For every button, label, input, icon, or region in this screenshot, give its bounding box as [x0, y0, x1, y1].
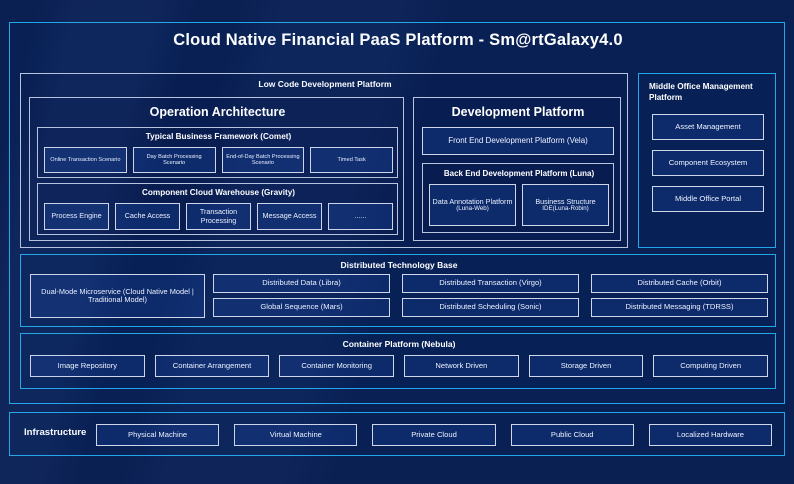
infrastructure-items: Physical Machine Virtual Machine Private…	[96, 424, 773, 446]
middle-office-title: Middle Office Management Platform	[649, 82, 753, 102]
container-item[interactable]: Network Driven	[404, 355, 519, 377]
back-end-development-platform-panel: Back End Development Platform (Luna) Dat…	[422, 163, 614, 233]
framework-item[interactable]: Timed Task	[310, 147, 393, 173]
framework-item[interactable]: Day Batch Processing Scenario	[132, 147, 216, 173]
middle-office-panel: Middle Office Management Platform Asset …	[638, 73, 776, 248]
back-end-item[interactable]: Data Annotation Platform (Luna-Web)	[429, 184, 516, 226]
warehouse-item[interactable]: Process Engine	[44, 203, 109, 230]
infrastructure-item[interactable]: Virtual Machine	[234, 424, 358, 446]
back-end-development-platform-title: Back End Development Platform (Luna)	[443, 169, 595, 178]
infrastructure-label: Infrastructure	[24, 427, 87, 438]
warehouse-item[interactable]: Message Access	[257, 203, 322, 230]
low-code-platform-title: Low Code Development Platform	[258, 79, 392, 89]
distributed-item[interactable]: Distributed Transaction (Virgo)	[402, 274, 579, 293]
development-platform-title: Development Platform	[451, 105, 585, 119]
infrastructure-item[interactable]: Private Cloud	[372, 424, 496, 446]
container-item[interactable]: Container Arrangement	[154, 355, 270, 377]
warehouse-item[interactable]: Cache Access	[115, 203, 180, 230]
distributed-item[interactable]: Global Sequence (Mars)	[213, 298, 390, 317]
container-item[interactable]: Container Monitoring	[279, 355, 395, 377]
container-platform-title: Container Platform (Nebula)	[342, 339, 456, 349]
component-cloud-warehouse-items: Process Engine Cache Access Transaction …	[44, 203, 393, 230]
front-end-development-platform[interactable]: Front End Development Platform (Vela)	[422, 127, 614, 155]
warehouse-item-more[interactable]: ......	[328, 203, 393, 230]
back-end-item[interactable]: Business Structure IDE(Luna-Robin)	[522, 184, 609, 226]
operation-architecture-title: Operation Architecture	[149, 105, 286, 119]
distributed-item[interactable]: Distributed Data (Libra)	[213, 274, 390, 293]
distributed-item[interactable]: Distributed Cache (Orbit)	[591, 274, 768, 293]
component-cloud-warehouse-panel: Component Cloud Warehouse (Gravity) Proc…	[37, 183, 398, 235]
page-title: Cloud Native Financial PaaS Platform - S…	[173, 31, 623, 49]
container-item[interactable]: Image Repository	[30, 355, 145, 377]
infrastructure-item[interactable]: Public Cloud	[510, 424, 634, 446]
middle-office-item[interactable]: Middle Office Portal	[652, 186, 764, 212]
distributed-technology-base-panel: Distributed Technology Base Dual-Mode Mi…	[20, 254, 776, 327]
container-item[interactable]: Storage Driven	[528, 355, 644, 377]
distributed-column: Distributed Cache (Orbit) Distributed Me…	[591, 274, 768, 318]
back-end-item-main: Business Structure	[535, 196, 596, 206]
framework-item[interactable]: Online Transaction Scenario	[44, 147, 127, 173]
middle-office-item[interactable]: Asset Management	[652, 114, 764, 140]
container-item[interactable]: Computing Driven	[653, 355, 769, 377]
infrastructure-item[interactable]: Localized Hardware	[648, 424, 773, 446]
typical-business-framework-title: Typical Business Framework (Comet)	[145, 132, 292, 141]
typical-business-framework-panel: Typical Business Framework (Comet) Onlin…	[37, 127, 398, 178]
warehouse-item[interactable]: Transaction Processing	[186, 203, 251, 230]
distributed-item[interactable]: Distributed Scheduling (Sonic)	[402, 298, 579, 317]
infrastructure-item[interactable]: Physical Machine	[96, 424, 220, 446]
infrastructure-panel: Infrastructure Physical Machine Virtual …	[9, 412, 785, 456]
distributed-technology-columns: Distributed Data (Libra) Global Sequence…	[213, 274, 768, 318]
low-code-platform-panel: Low Code Development Platform Operation …	[20, 73, 628, 248]
platform-card: Cloud Native Financial PaaS Platform - S…	[9, 22, 785, 404]
middle-office-items: Asset Management Component Ecosystem Mid…	[652, 114, 764, 222]
middle-office-item[interactable]: Component Ecosystem	[652, 150, 764, 176]
back-end-items: Data Annotation Platform (Luna-Web) Busi…	[429, 184, 609, 226]
back-end-item-sub: (Luna-Web)	[456, 204, 489, 212]
dual-mode-microservice-node[interactable]: Dual-Mode Microservice (Cloud Native Mod…	[30, 274, 205, 318]
distributed-technology-base-title: Distributed Technology Base	[340, 260, 458, 270]
framework-item[interactable]: End-of-Day Batch Processing Scenario	[221, 147, 305, 173]
distributed-column: Distributed Data (Libra) Global Sequence…	[213, 274, 390, 318]
component-cloud-warehouse-title: Component Cloud Warehouse (Gravity)	[142, 188, 295, 197]
back-end-item-sub: IDE(Luna-Robin)	[542, 204, 589, 212]
operation-architecture-panel: Operation Architecture Typical Business …	[29, 97, 404, 241]
container-platform-items: Image Repository Container Arrangement C…	[30, 355, 769, 377]
typical-business-framework-items: Online Transaction Scenario Day Batch Pr…	[44, 147, 393, 173]
back-end-item-main: Data Annotation Platform	[432, 196, 513, 206]
distributed-item[interactable]: Distributed Messaging (TDRSS)	[591, 298, 768, 317]
container-platform-panel: Container Platform (Nebula) Image Reposi…	[20, 333, 776, 389]
development-platform-panel: Development Platform Front End Developme…	[413, 97, 621, 241]
distributed-column: Distributed Transaction (Virgo) Distribu…	[402, 274, 579, 318]
